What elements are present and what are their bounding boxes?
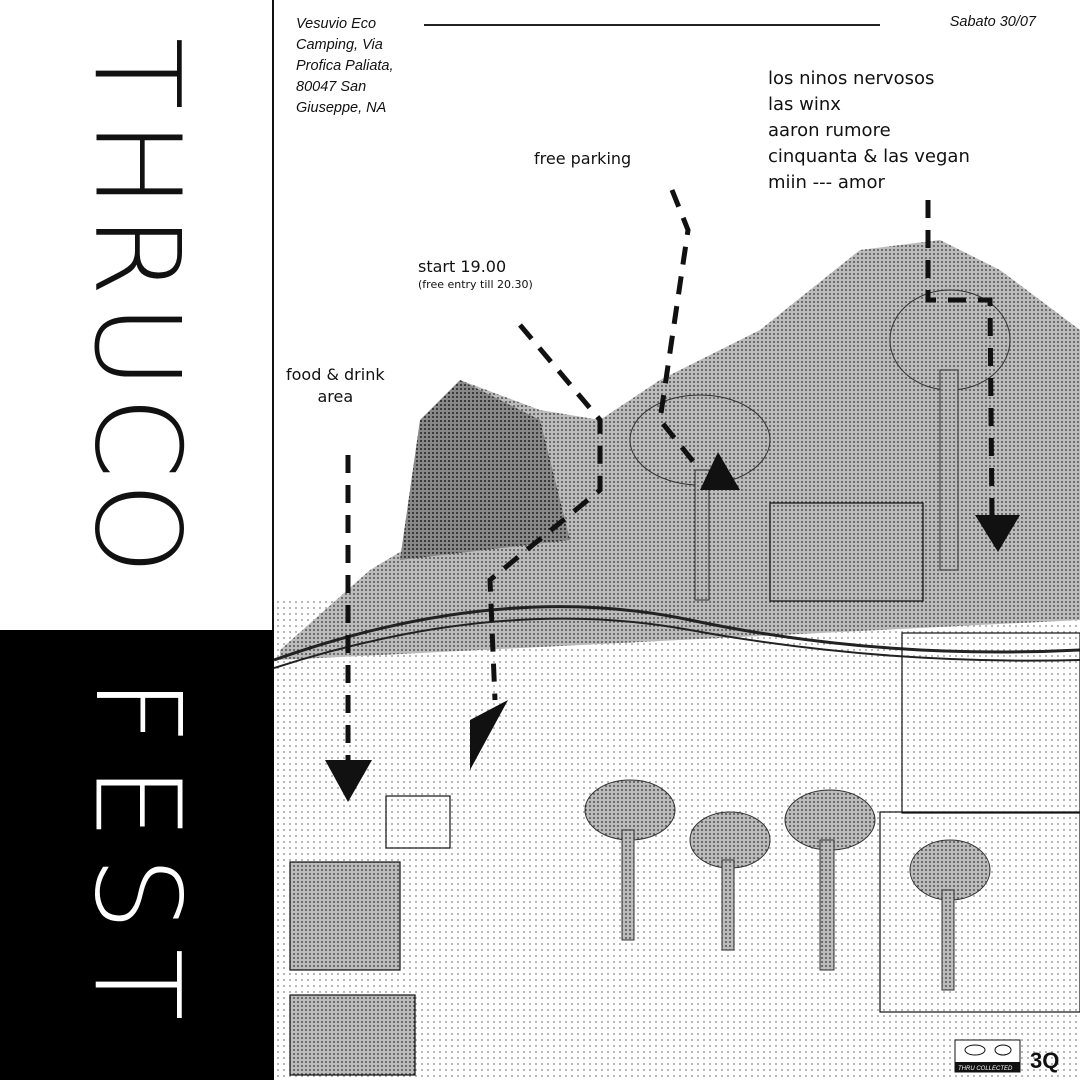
title-letter: U [68,303,207,390]
lineup-artist: aaron rumore [768,120,891,141]
power-line [274,605,1080,662]
food-drink-label: food & drink area [286,364,385,408]
title-letter: E [68,765,207,840]
title-panel-bottom: F E S T [0,630,274,1080]
lineup: los ninos nervosos las winx aaron rumore… [768,66,970,196]
start-label: start 19.00 (free entry till 20.30) [418,256,533,292]
title-letter: R [68,214,207,297]
title-letter: O [68,482,207,575]
food-drink-line: area [317,387,354,406]
lineup-artist: cinquanta & las vegan [768,146,970,167]
title-thruco: T H R U C O [68,28,207,575]
event-date: Sabato 30/07 [949,14,1036,30]
svg-text:3Q: 3Q [1030,1048,1059,1073]
title-letter: T [68,948,207,1021]
title-letter: H [68,120,207,209]
free-parking-label: free parking [534,149,632,168]
thru-collected-logo: THRU COLLECTED 3Q [954,1039,1059,1073]
title-letter: S [68,856,207,931]
rock-face [400,380,570,560]
address-line: Vesuvio Eco [296,16,377,32]
start-time: start 19.00 [418,257,507,276]
title-letter: T [68,37,207,110]
campsite-illustration: THRU COLLECTED 3Q [274,189,1080,1080]
venue-address: Vesuvio Eco Camping, Via Profica Paliata… [296,14,394,119]
food-drink-line: food & drink [286,365,385,384]
address-line: Giuseppe, NA [296,100,387,116]
logo-text: THRU COLLECTED [958,1066,1013,1072]
trees [584,289,1011,991]
address-line: 80047 San [296,79,367,95]
lineup-artist: miin --- amor [768,172,885,193]
address-line: Profica Paliata, [296,58,394,74]
title-panel-top: T H R U C O [0,0,274,630]
lineup-artist: las winx [768,94,841,115]
divider-line [424,24,880,26]
title-fest: F E S T [69,666,207,1030]
title-letter: C [68,396,207,479]
arrow-heads [325,452,1020,802]
address-line: Camping, Via [296,37,383,53]
route-arrows [345,189,995,760]
inset-frames [289,502,1080,1076]
title-letter: F [68,677,207,746]
free-entry-note: (free entry till 20.30) [418,278,533,291]
lineup-artist: los ninos nervosos [768,68,935,89]
